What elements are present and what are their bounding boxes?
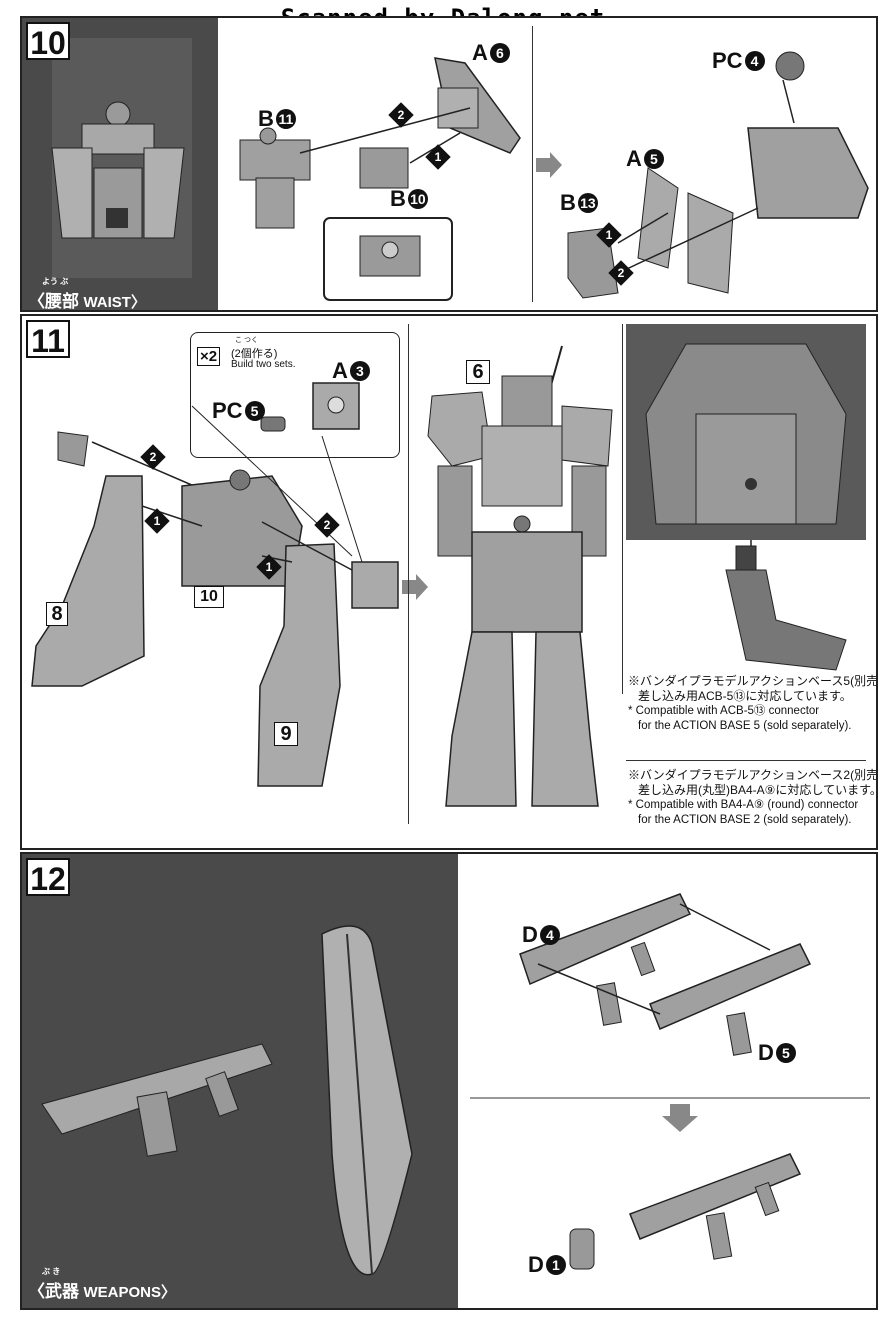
waist-photo-illustration (51, 38, 192, 278)
step11-divider-b (622, 324, 623, 694)
order-1-marker-b: 1 (596, 222, 622, 248)
order-2-marker-c: 2 (140, 444, 166, 470)
weapons-label-en: WEAPONS〉 (83, 1284, 176, 1301)
flow-arrow-icon (536, 152, 562, 178)
step-number-11: 11 (26, 320, 70, 359)
weapons-label-ja: 〈武器 (28, 1282, 79, 1301)
notes-divider (626, 760, 866, 761)
waist-assembly-b (567, 51, 869, 299)
inset-parts-illustration (260, 382, 360, 432)
step-number-10: 10 (26, 22, 70, 61)
step-number-12: 12 (26, 858, 70, 897)
compat-note-ba4: ※バンダイプラモデルアクションベース2(別売り) 差し込み用(丸型)BA4-A⑨… (628, 768, 878, 826)
step10-divider (532, 26, 533, 302)
robot-full-illustration (427, 345, 613, 807)
waist-photo: よう ぶ 〈腰部 WAIST〉 (22, 18, 218, 310)
weapons-photo: ぶ き 〈武器 WEAPONS〉 (22, 854, 458, 1308)
multiplier-badge: ×2 (197, 347, 221, 366)
ref-6: 6 (466, 360, 490, 384)
waist-ruby: よう ぶ (42, 277, 69, 286)
order-1-marker-d: 1 (256, 554, 282, 580)
waist-label-en: WAIST〉 (83, 294, 146, 311)
waist-section-label: よう ぶ 〈腰部 WAIST〉 (28, 276, 146, 311)
waist-label-ja: 〈腰部 (28, 292, 79, 311)
order-2-marker-b: 2 (608, 260, 634, 286)
weapons-ruby: ぶ き (42, 1267, 61, 1276)
order-1-marker-c: 1 (144, 508, 170, 534)
action-base-photo-illustration (645, 343, 847, 525)
action-base-photo (626, 324, 866, 540)
order-1-marker: 1 (425, 144, 451, 170)
ref-10: 10 (194, 586, 224, 608)
inset-ruby: こ つく (235, 337, 258, 344)
step11-divider-a (408, 324, 409, 824)
ref-9: 9 (274, 722, 298, 746)
order-2-marker: 2 (388, 102, 414, 128)
ref-8: 8 (46, 602, 68, 626)
order-2-marker-d: 2 (314, 512, 340, 538)
weapons-photo-illustration (41, 925, 413, 1276)
inset-label-en: Build two sets. (231, 359, 296, 370)
action-base-connector-illustration (725, 540, 847, 671)
inset-label-ja: (2個作る) (231, 348, 278, 360)
compat-note-acb5: ※バンダイプラモデルアクションベース5(別売り) 差し込み用ACB-5⑬に対応し… (628, 674, 878, 732)
weapons-section-label: ぶ き 〈武器 WEAPONS〉 (28, 1266, 176, 1302)
rifle-assembly-illustration (470, 893, 870, 1270)
waist-assembly-a (239, 57, 521, 301)
